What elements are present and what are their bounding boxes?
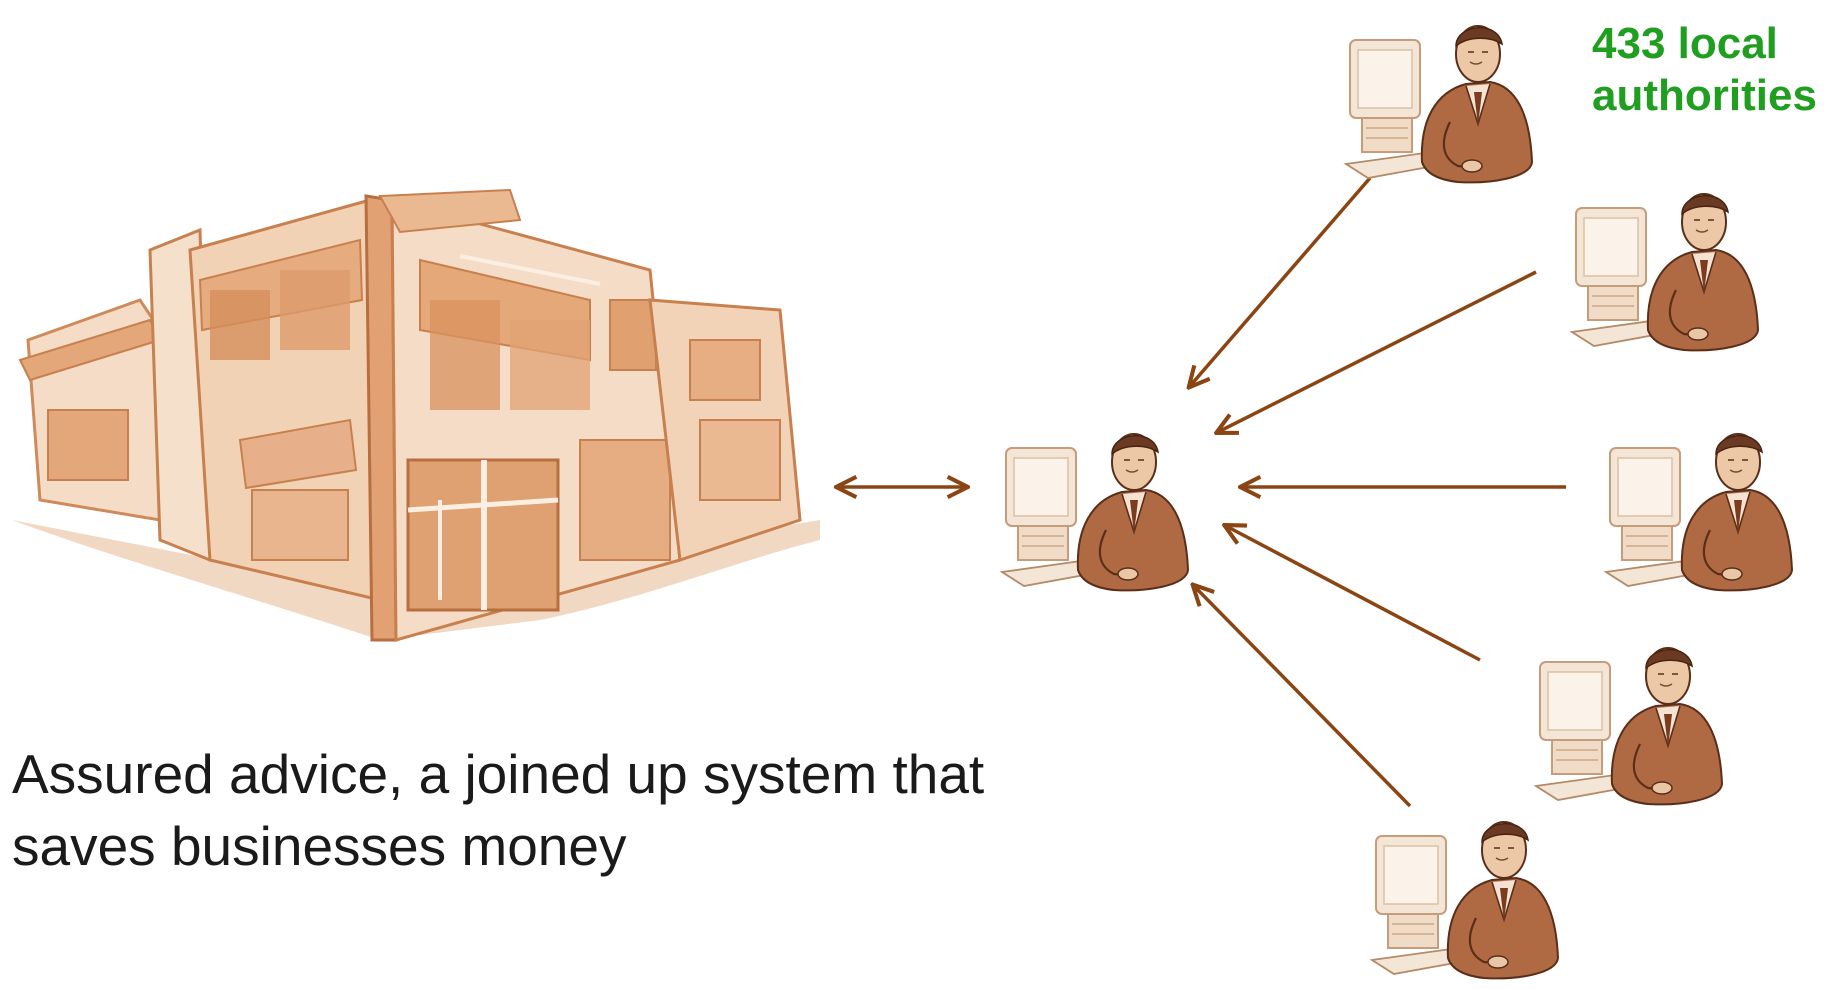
authorities-label-line-1: 433 local: [1592, 19, 1778, 68]
authority-officer-icon-1: [1344, 24, 1534, 184]
local-authorities-label: 433 local authorities: [1592, 18, 1817, 122]
authority-officer-icon-4: [1534, 646, 1724, 806]
building-illustration: [12, 188, 820, 642]
arrow-authority-2: [1218, 270, 1537, 432]
arrow-authority-5: [1194, 586, 1412, 808]
authority-officer-icon-3: [1604, 432, 1794, 592]
arrow-authority-1: [1190, 176, 1372, 386]
authority-officer-icon-5: [1370, 820, 1560, 980]
central-advisor-icon: [1000, 432, 1190, 592]
authority-officer-icon-2: [1570, 192, 1760, 352]
authorities-label-line-2: authorities: [1592, 71, 1817, 120]
arrow-authority-4: [1226, 526, 1481, 662]
flow-arrows: [838, 176, 1566, 808]
caption-line-2: saves businesses money: [12, 815, 627, 877]
caption-line-1: Assured advice, a joined up system that: [12, 743, 985, 805]
diagram-caption: Assured advice, a joined up system that …: [12, 738, 1212, 882]
